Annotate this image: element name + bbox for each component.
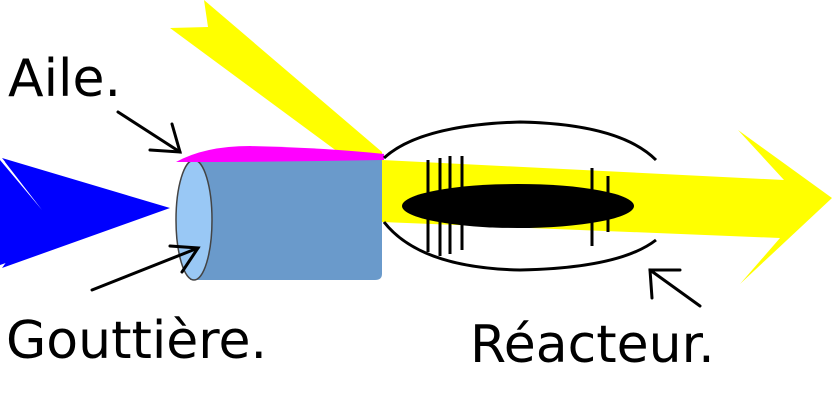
reactor-outline-top	[382, 120, 658, 162]
turbine-blades-rear	[590, 168, 610, 246]
fan-blades-front	[426, 156, 464, 256]
pointer-reactor	[648, 268, 702, 308]
pointer-wing	[116, 110, 183, 154]
gutter-face	[175, 159, 213, 281]
pointer-gutter	[90, 244, 201, 292]
inflow-arrow-head	[2, 158, 170, 268]
label-gutter: Gouttière.	[6, 311, 267, 371]
label-wing: Aile.	[8, 49, 121, 109]
reactor-core	[402, 184, 634, 228]
incoming-air-arrow	[170, 0, 382, 180]
reactor-outline-bottom	[382, 221, 657, 272]
wing	[176, 146, 384, 162]
gutter-body	[190, 158, 382, 280]
label-reactor: Réacteur.	[470, 315, 715, 375]
